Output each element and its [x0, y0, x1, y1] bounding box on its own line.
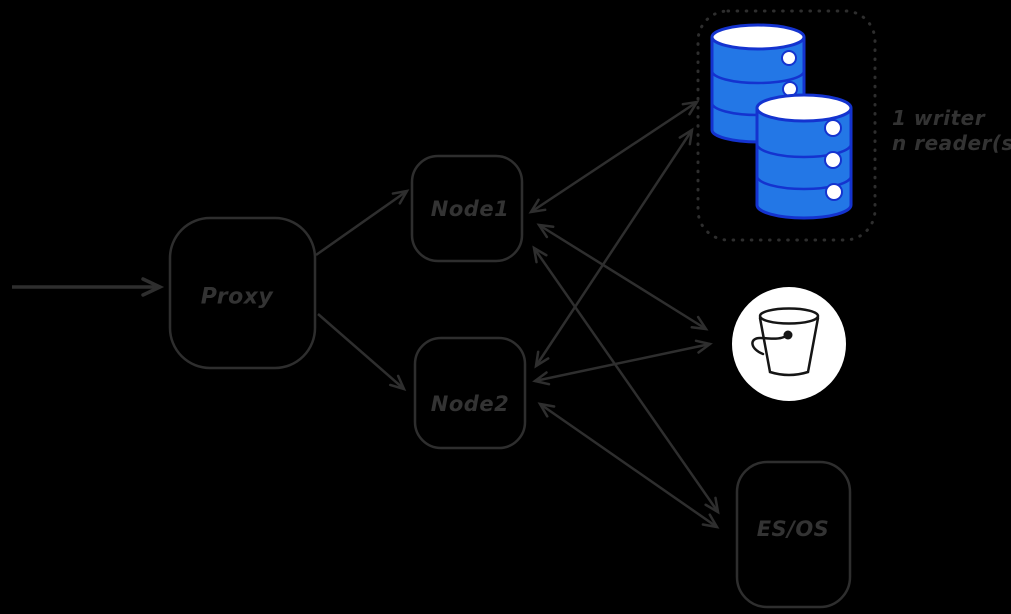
edge-node1-db [528, 100, 700, 214]
edge-proxy-node2 [317, 313, 407, 391]
edge-node1-esos [532, 245, 720, 515]
bucket-handle-knob [783, 330, 793, 340]
proxy-label: Proxy [201, 285, 275, 310]
proxy-node: Proxy [168, 216, 317, 370]
node1-box [410, 154, 524, 263]
edge-node2-esos [537, 402, 720, 529]
db-cluster-dotted-border [696, 9, 877, 242]
node2-label: Node2 [431, 392, 509, 416]
es-os-box [735, 460, 852, 609]
edge-node1-bucket [536, 223, 709, 331]
node1-label: Node1 [431, 197, 509, 221]
bucket-circle [732, 287, 846, 401]
edge-proxy-node1 [315, 189, 410, 257]
node1-node: Node1 [410, 154, 524, 263]
es-os-label: ES/OS [757, 517, 830, 541]
node2-node: Node2 [413, 336, 527, 450]
es-os-node: ES/OS [735, 460, 852, 609]
bucket-icon [732, 287, 846, 401]
database-cylinders-icon [710, 23, 853, 220]
db-annotation-line1: 1 writer [892, 106, 986, 130]
db-annotation-line2: n reader(s) [892, 131, 1011, 155]
edge-node2-bucket [532, 339, 713, 386]
edge-node2-db [534, 127, 694, 369]
node2-box [413, 336, 527, 450]
proxy-box [168, 216, 317, 370]
db-cluster-group: 1 writer n reader(s) [696, 9, 1011, 242]
